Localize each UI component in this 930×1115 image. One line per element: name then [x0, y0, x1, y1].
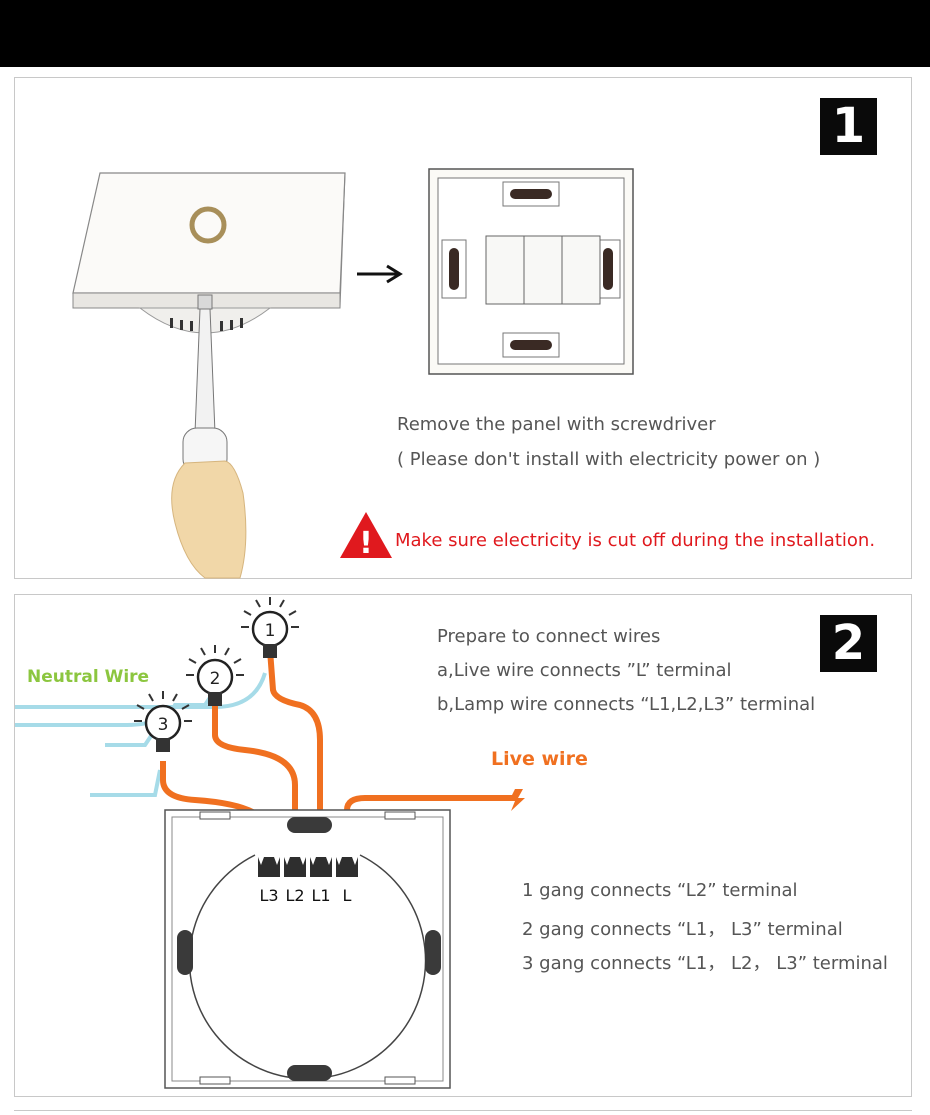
live-wire-instruction: a,Live wire connects ”L” terminal: [437, 660, 732, 681]
bulb-2-number: 2: [210, 669, 221, 689]
lightning-icon: [509, 789, 525, 811]
bulb-1-icon: 1: [241, 597, 299, 658]
bottom-divider: [14, 1110, 912, 1111]
bulb-2-wire: [212, 695, 298, 865]
switch-with-screwdriver-illustration: [72, 172, 346, 579]
terminal-l1-label: L1: [311, 886, 330, 905]
gang-3-instruction: 3 gang connects “L1， L2， L3” terminal: [522, 953, 888, 974]
arrow-right-icon: [357, 264, 403, 284]
switch-box: L3 L2 L1 L: [164, 809, 451, 1089]
lamp-wire-instruction: b,Lamp wire connects “L1,L2,L3” terminal: [437, 694, 816, 715]
warning-icon: !: [340, 512, 392, 561]
switch-back-plate-illustration: [428, 168, 634, 375]
remove-panel-instruction: Remove the panel with screwdriver: [397, 414, 716, 435]
terminal-l3-label: L3: [259, 886, 278, 905]
bulb-1-number: 1: [265, 621, 276, 641]
bulb-3-number: 3: [158, 715, 169, 735]
neutral-wire-label: Neutral Wire: [27, 667, 150, 687]
terminal-l-label: L: [343, 886, 352, 905]
top-banner: [0, 0, 930, 67]
bulb-3-icon: 3: [134, 691, 192, 752]
prepare-wires-text: Prepare to connect wires: [437, 626, 661, 647]
live-wire-label: Live wire: [491, 748, 588, 770]
bulb-1-wire: [267, 649, 323, 865]
gang-2-instruction: 2 gang connects “L1， L3” terminal: [522, 919, 843, 940]
step-2-panel: 2 Prepare to connect wires a,Live wire c…: [14, 594, 912, 1097]
gang-1-instruction: 1 gang connects “L2” terminal: [522, 880, 798, 901]
wiring-diagram: 1 2 3: [15, 597, 525, 1089]
warning-exclamation: !: [359, 526, 373, 561]
safety-warning-text: Make sure electricity is cut off during …: [395, 530, 876, 551]
step-1-panel: 1: [14, 77, 912, 579]
bulb-2-icon: 2: [186, 645, 244, 706]
step-1-badge: 1: [820, 98, 877, 155]
step-2-badge: 2: [820, 615, 877, 672]
terminal-l2-label: L2: [285, 886, 304, 905]
neutral-wires: [15, 672, 267, 797]
power-off-note: ( Please don't install with electricity …: [397, 449, 821, 470]
